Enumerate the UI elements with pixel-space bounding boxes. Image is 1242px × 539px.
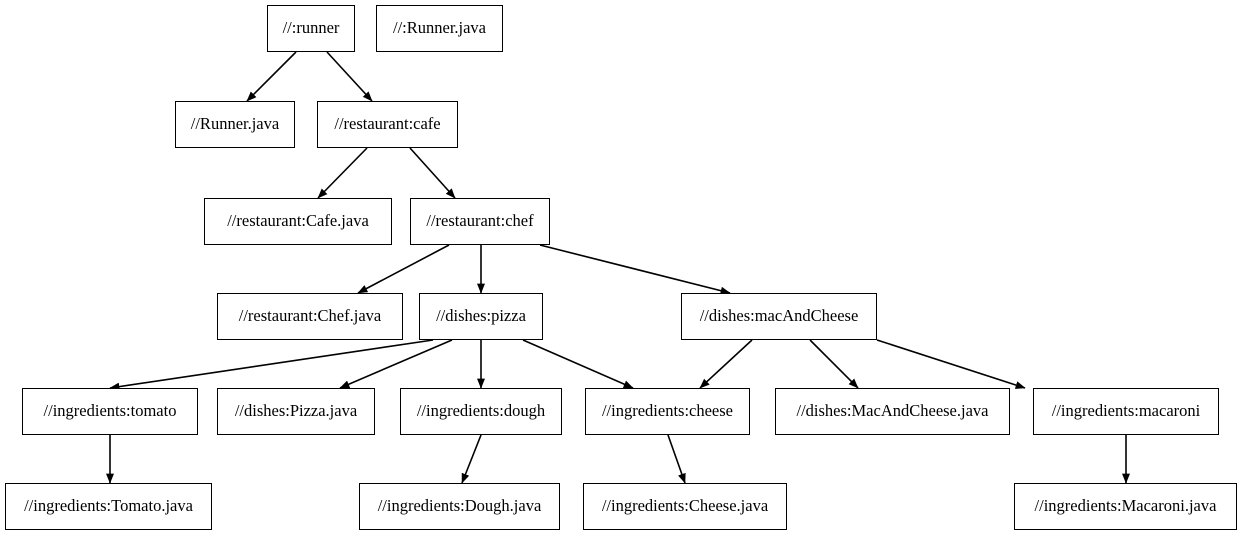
graph-node-ingredients_macaroni[interactable]: //ingredients:macaroni (1033, 388, 1219, 435)
graph-node-label: //dishes:pizza (436, 306, 526, 326)
graph-node-dishes_pizza_java[interactable]: //dishes:Pizza.java (217, 388, 375, 435)
graph-node-label: //dishes:Pizza.java (234, 401, 358, 421)
graph-node-label: //ingredients:Tomato.java (24, 496, 193, 516)
graph-node-restaurant_chef[interactable]: //restaurant:chef (410, 198, 550, 245)
graph-node-label: //dishes:macAndCheese (699, 306, 859, 326)
graph-node-dishes_macandcheese[interactable]: //dishes:macAndCheese (681, 293, 877, 340)
graph-node-label: //ingredients:dough (416, 401, 546, 421)
graph-node-label: //ingredients:macaroni (1051, 401, 1201, 421)
graph-node-label: //restaurant:chef (426, 211, 534, 231)
graph-node-label: //dishes:MacAndCheese.java (796, 401, 989, 421)
graph-node-label: //ingredients:Macaroni.java (1034, 496, 1217, 516)
graph-node-ingredients_macaroni_java[interactable]: //ingredients:Macaroni.java (1014, 483, 1237, 530)
graph-node-ingredients_tomato[interactable]: //ingredients:tomato (22, 388, 198, 435)
graph-node-dishes_pizza[interactable]: //dishes:pizza (419, 293, 543, 340)
graph-node-label: //restaurant:cafe (334, 114, 441, 134)
graph-node-label: //restaurant:Cafe.java (227, 211, 369, 231)
graph-node-ingredients_cheese[interactable]: //ingredients:cheese (585, 388, 750, 435)
graph-node-label: //restaurant:Chef.java (238, 306, 382, 326)
graph-node-label: //ingredients:Dough.java (377, 496, 542, 516)
graph-node-ingredients_cheese_java[interactable]: //ingredients:Cheese.java (583, 483, 787, 530)
graph-node-ingredients_dough_java[interactable]: //ingredients:Dough.java (359, 483, 560, 530)
graph-node-runner_java[interactable]: //Runner.java (175, 101, 295, 148)
graph-node-runner_java_root[interactable]: //:Runner.java (376, 5, 503, 52)
graph-node-dishes_macandcheese_java[interactable]: //dishes:MacAndCheese.java (775, 388, 1010, 435)
graph-node-label: //ingredients:Cheese.java (601, 496, 769, 516)
graph-node-restaurant_chef_java[interactable]: //restaurant:Chef.java (217, 293, 403, 340)
graph-node-label: //:Runner.java (392, 18, 487, 38)
graph-node-ingredients_tomato_java[interactable]: //ingredients:Tomato.java (5, 483, 212, 530)
graph-node-label: //ingredients:cheese (601, 401, 734, 421)
graph-node-label: //:runner (282, 18, 340, 38)
graph-node-restaurant_cafe_java[interactable]: //restaurant:Cafe.java (204, 198, 392, 245)
graph-node-runner[interactable]: //:runner (267, 5, 355, 52)
graph-node-ingredients_dough[interactable]: //ingredients:dough (400, 388, 562, 435)
graph-node-restaurant_cafe[interactable]: //restaurant:cafe (317, 101, 458, 148)
graph-node-label: //Runner.java (190, 114, 280, 134)
graph-node-label: //ingredients:tomato (43, 401, 177, 421)
